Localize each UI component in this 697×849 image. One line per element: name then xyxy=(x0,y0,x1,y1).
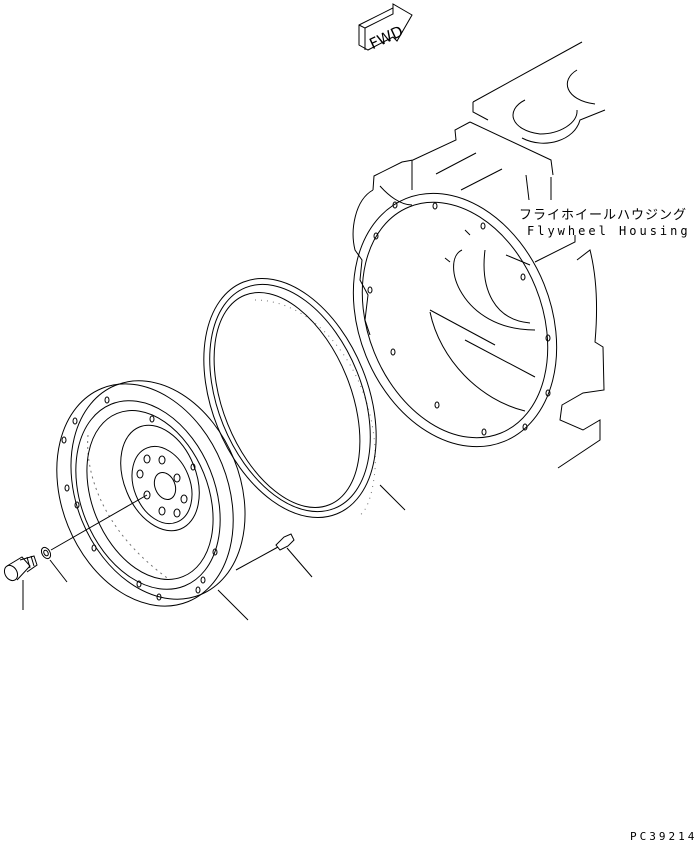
washer-leader-line xyxy=(49,559,68,583)
flywheel-housing-label-jp: フライホイールハウジング xyxy=(519,208,688,223)
flywheel-leader-line xyxy=(217,589,249,621)
dowel-pin-leader-line xyxy=(286,547,313,578)
dowel-pin xyxy=(235,533,313,578)
flywheel-housing-label-en: Flywheel Housing xyxy=(527,224,691,238)
ring-gear-leader-line xyxy=(379,484,406,511)
ring-gear xyxy=(203,277,406,519)
drawing-number: PC39214 xyxy=(630,830,697,843)
fwd-label: FWD xyxy=(367,22,406,53)
bolt xyxy=(3,555,38,610)
flywheel-housing xyxy=(352,41,606,469)
flywheel-bolt-holes xyxy=(61,396,218,601)
washer xyxy=(40,494,148,583)
flywheel xyxy=(56,380,249,621)
bolt-holes xyxy=(367,201,551,436)
forward-arrow-icon: FWD xyxy=(358,3,413,53)
